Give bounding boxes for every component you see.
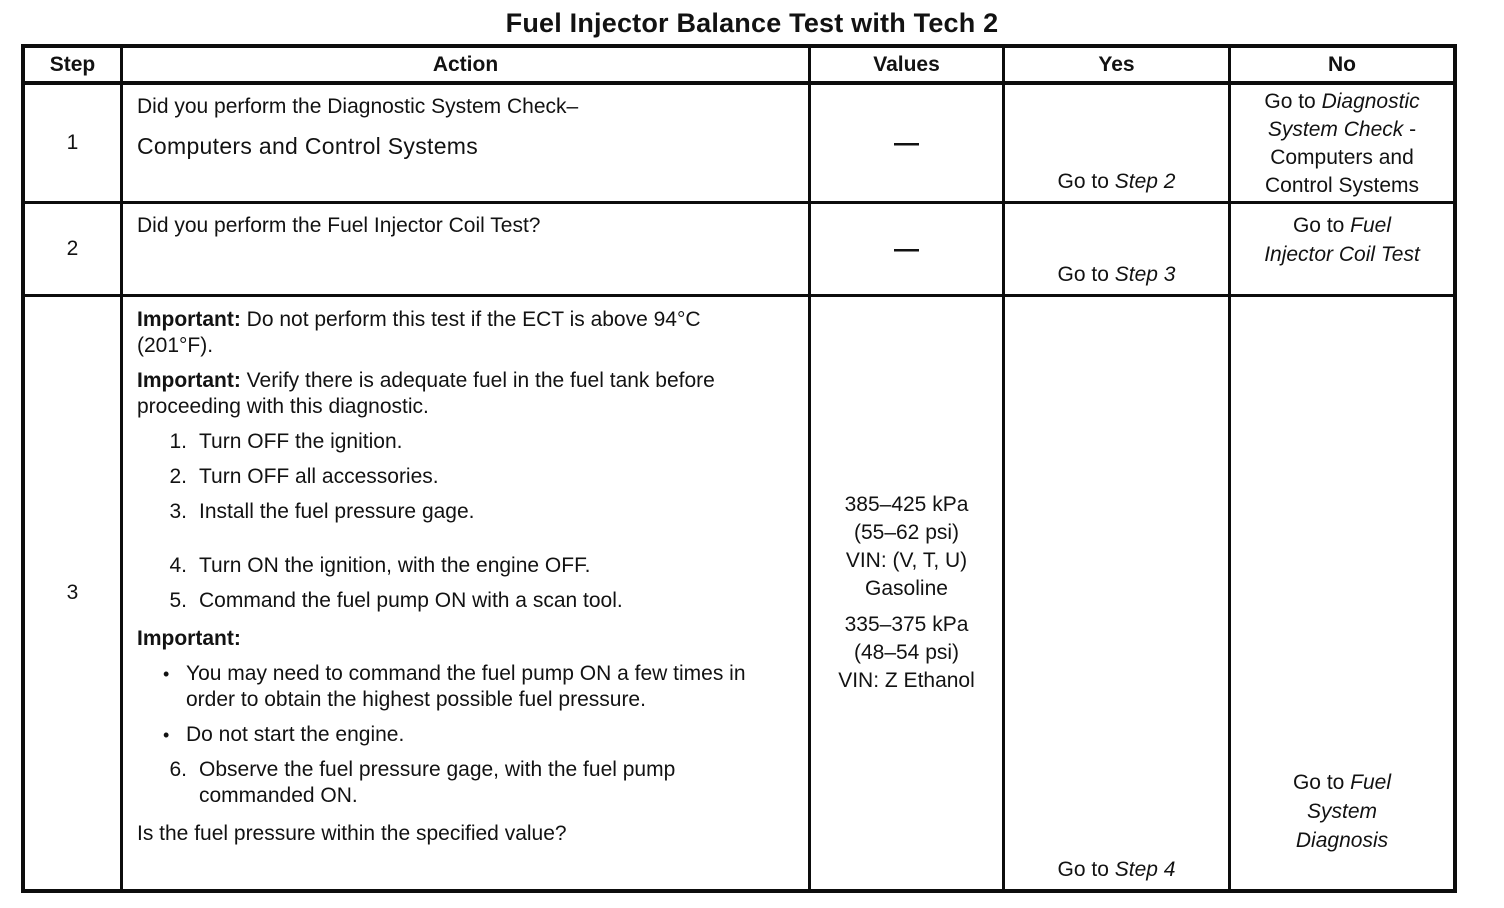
- no-reference-line: Injector Coil Test: [1264, 243, 1420, 266]
- col-header-yes: Yes: [1005, 48, 1231, 85]
- step-number-1: 1: [25, 85, 123, 204]
- no-reference-line: Computers and: [1270, 146, 1414, 169]
- col-header-no: No: [1231, 48, 1453, 85]
- no-cell-2: Go to Fuel Injector Coil Test: [1231, 204, 1453, 297]
- step-item-number: 3.: [169, 500, 187, 523]
- go-to-reference: Go to Step 4: [1057, 858, 1176, 881]
- action-text-line: Did you perform the Diagnostic System Ch…: [137, 95, 579, 118]
- em-dash: —: [894, 129, 919, 157]
- step-item-text: Observe the fuel pressure gage, with the…: [199, 758, 676, 807]
- values-group-ethanol: 335–375 kPa (48–54 psi) VIN: Z Ethanol: [838, 611, 975, 695]
- col-header-action: Action: [123, 48, 811, 85]
- step-item-text: Install the fuel pressure gage.: [199, 500, 475, 523]
- no-reference-line: Control Systems: [1264, 174, 1420, 197]
- numbered-step: 5. Command the fuel pump ON with a scan …: [137, 588, 794, 614]
- go-to-reference: Go to Step 2: [1057, 170, 1176, 193]
- no-reference-line: System Check -: [1267, 118, 1417, 141]
- no-reference-line: System: [1306, 800, 1377, 823]
- values-cell-1: —: [811, 85, 1005, 204]
- important-heading: Important:: [137, 627, 241, 650]
- action-cell-2: Did you perform the Fuel Injector Coil T…: [123, 204, 811, 297]
- step-item-text: Turn OFF all accessories.: [199, 465, 439, 488]
- values-line: 335–375 kPa: [844, 613, 969, 636]
- action-cell-1: Did you perform the Diagnostic System Ch…: [123, 85, 811, 204]
- step-item-number: 2.: [169, 465, 187, 488]
- step-item-number: 5.: [169, 589, 187, 612]
- bullet-text: You may need to command the fuel pump ON…: [186, 662, 746, 711]
- step-item-text: Turn ON the ignition, with the engine OF…: [199, 554, 591, 577]
- step-number-2: 2: [25, 204, 123, 297]
- values-line: VIN: Z Ethanol: [838, 669, 975, 692]
- important-note-2: Important: Verify there is adequate fuel…: [137, 369, 715, 418]
- values-cell-3: 385–425 kPa (55–62 psi) VIN: (V, T, U) G…: [811, 297, 1005, 889]
- col-header-step: Step: [25, 48, 123, 85]
- yes-cell-1: Go to Step 2: [1005, 85, 1231, 204]
- go-to-reference: Go to Step 3: [1057, 263, 1176, 286]
- em-dash: —: [894, 235, 919, 263]
- action-cell-3: Important: Do not perform this test if t…: [123, 297, 811, 889]
- diagnostic-table: Step Action Values Yes No 1 Did you perf…: [21, 44, 1457, 893]
- action-text-line: Did you perform the Fuel Injector Coil T…: [137, 214, 541, 237]
- numbered-step: 4. Turn ON the ignition, with the engine…: [137, 553, 794, 579]
- important-note-1: Important: Do not perform this test if t…: [137, 308, 701, 357]
- bullet-marker: •: [163, 725, 170, 745]
- values-line: (55–62 psi): [853, 521, 960, 544]
- bullet-marker: •: [163, 664, 170, 684]
- no-reference-line: Diagnosis: [1295, 829, 1389, 852]
- bullet-text: Do not start the engine.: [186, 723, 405, 746]
- no-reference-line: Go to Fuel: [1292, 214, 1392, 237]
- step-item-text: Command the fuel pump ON with a scan too…: [199, 589, 623, 612]
- step-item-text: Turn OFF the ignition.: [199, 430, 403, 453]
- bullet-note: • You may need to command the fuel pump …: [137, 661, 794, 713]
- action-text-line: Computers and Control Systems: [137, 133, 479, 159]
- values-group-gasoline: 385–425 kPa (55–62 psi) VIN: (V, T, U) G…: [845, 491, 969, 603]
- no-cell-1: Go to Diagnostic System Check - Computer…: [1231, 85, 1453, 204]
- no-reference-line: Go to Diagnostic: [1264, 90, 1420, 113]
- numbered-step: 6. Observe the fuel pressure gage, with …: [137, 757, 794, 809]
- question-text: Is the fuel pressure within the specifie…: [137, 822, 567, 845]
- step-number-3: 3: [25, 297, 123, 889]
- values-cell-2: —: [811, 204, 1005, 297]
- values-line: VIN: (V, T, U): [845, 549, 968, 572]
- numbered-step: 3. Install the fuel pressure gage.: [137, 499, 794, 525]
- yes-cell-2: Go to Step 3: [1005, 204, 1231, 297]
- step-item-number: 1.: [169, 430, 187, 453]
- step-item-number: 4.: [169, 554, 187, 577]
- yes-cell-3: Go to Step 4: [1005, 297, 1231, 889]
- numbered-step: 1. Turn OFF the ignition.: [137, 429, 794, 455]
- col-header-values: Values: [811, 48, 1005, 85]
- no-cell-3: Go to Fuel System Diagnosis: [1231, 297, 1453, 889]
- bullet-note: • Do not start the engine.: [137, 722, 794, 748]
- step-item-number: 6.: [169, 758, 187, 781]
- numbered-step: 2. Turn OFF all accessories.: [137, 464, 794, 490]
- values-line: Gasoline: [865, 577, 948, 600]
- page-title: Fuel Injector Balance Test with Tech 2: [505, 8, 999, 38]
- values-line: 385–425 kPa: [844, 493, 969, 516]
- no-reference-line: Go to Fuel: [1292, 771, 1392, 794]
- values-line: (48–54 psi): [853, 641, 960, 664]
